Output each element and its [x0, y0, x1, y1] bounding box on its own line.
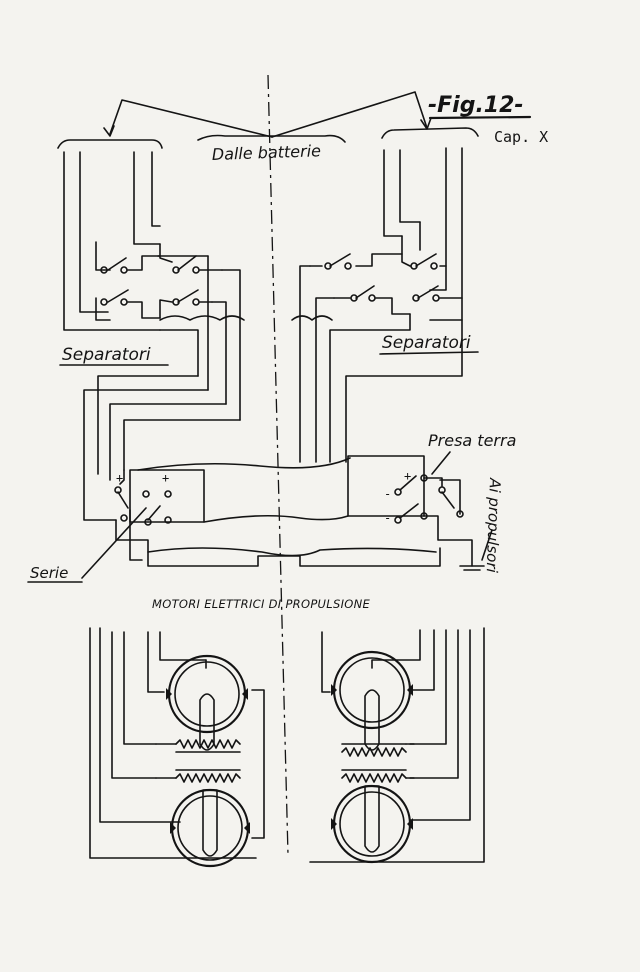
plus-sign-right: +: [404, 469, 411, 483]
battery-source: Dalle batterie: [57, 91, 479, 164]
center-axis: [267, 74, 289, 856]
motors-label: MOTORI ELETTRICI DI PROPULSIONE: [152, 597, 371, 611]
figure-label: -Fig.12-: [428, 93, 524, 118]
right-field-winding-2: [341, 769, 415, 783]
separators-right-label: Separatori: [382, 333, 471, 353]
earth-label: Presa terra: [428, 431, 516, 450]
left-motor-wiring: [89, 627, 265, 859]
minus-sign-right-1: -: [384, 487, 391, 501]
series-pointer: [81, 507, 147, 579]
left-feeders: [63, 151, 161, 331]
cross-wiring: [83, 255, 463, 521]
separators-left-label: Separatori: [62, 345, 151, 365]
chapter-label: Cap. X: [494, 128, 548, 146]
source-label: Dalle batterie: [211, 141, 321, 164]
right-separator-switches: [309, 221, 463, 315]
minus-sign-right-2: -: [384, 511, 391, 525]
left-separator-switches: [95, 241, 223, 321]
propellers-pointer: [481, 529, 493, 561]
left-motor-top: [166, 654, 248, 751]
right-field-winding-1: [341, 743, 415, 757]
earth-pointer: [431, 451, 451, 475]
figure-underline: [428, 115, 532, 120]
plus-sign-left-2: +: [162, 471, 169, 485]
left-field-winding-1: [155, 739, 241, 753]
propellers-label: Ai propulsori: [483, 477, 504, 574]
series-label: Serie: [30, 564, 68, 582]
right-motor-bottom: [331, 784, 413, 864]
left-field-winding-2: [155, 769, 241, 783]
left-motor-bottom: [170, 788, 250, 868]
switchboard: + + + - -: [114, 455, 485, 571]
right-motor-wiring: [309, 627, 485, 863]
plus-sign-left-1: +: [116, 471, 123, 485]
